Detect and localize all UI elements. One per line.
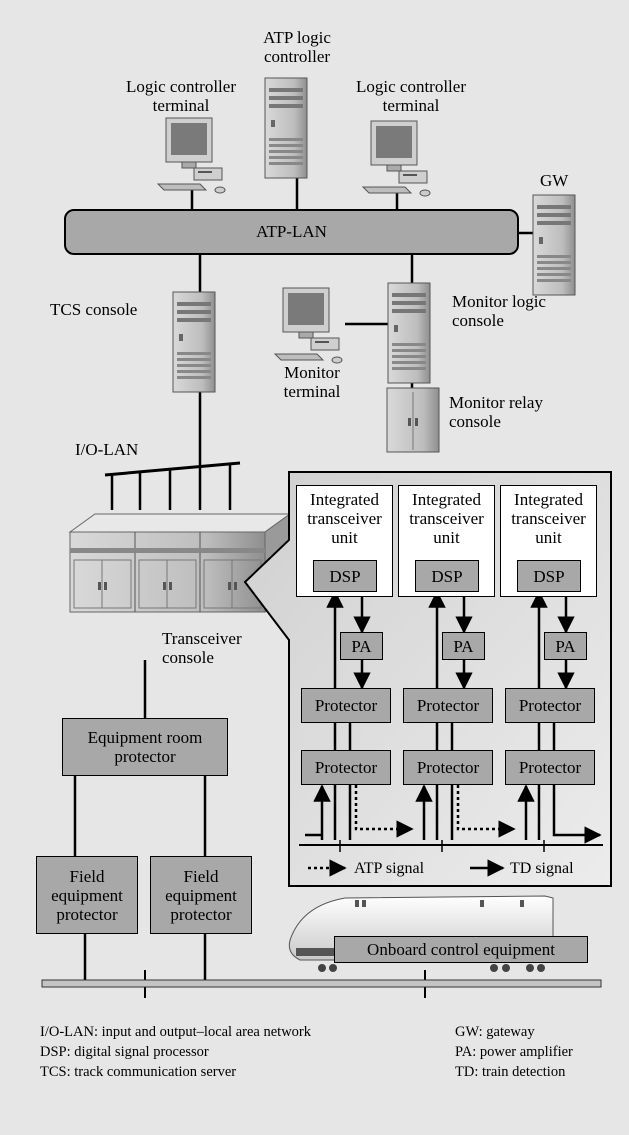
- transceiver-console-label: Transceiver console: [162, 629, 242, 667]
- protector-top-2: Protector: [403, 688, 493, 723]
- onboard-control-equipment: Onboard control equipment: [334, 936, 588, 963]
- field-equipment-protector-1: Field equipment protector: [36, 856, 138, 934]
- abbrev-left-3: TCS: track communication server: [40, 1064, 237, 1080]
- abbrev-right-2: PA: power amplifier: [455, 1044, 573, 1060]
- monitor-relay-cabinet-icon: [386, 387, 440, 453]
- abbrev-right-3: TD: train detection: [455, 1064, 566, 1080]
- gw-label: GW: [540, 171, 569, 190]
- dsp-box-2: DSP: [415, 560, 479, 592]
- field-equipment-protector-2: Field equipment protector: [150, 856, 252, 934]
- protector-bottom-2: Protector: [403, 750, 493, 785]
- protector-top-1: Protector: [301, 688, 391, 723]
- tcs-console-label: TCS console: [50, 300, 138, 319]
- logic-terminal-left-label: Logic controller terminal: [126, 77, 236, 115]
- atp-logic-controller-label: ATP logic controller: [263, 28, 331, 66]
- monitor-relay-console-label: Monitor relay console: [449, 393, 543, 431]
- abbrev-right-1: GW: gateway: [455, 1024, 535, 1040]
- protector-top-3: Protector: [505, 688, 595, 723]
- dsp-box-3: DSP: [517, 560, 581, 592]
- atp-logic-controller-icon: [264, 77, 308, 179]
- monitor-terminal-label: Monitor terminal: [283, 363, 341, 401]
- gw-server-icon: [532, 194, 576, 296]
- pa-box-1: PA: [340, 632, 383, 660]
- monitor-terminal-icon: [274, 287, 343, 364]
- logic-terminal-right-icon: [362, 120, 431, 197]
- legend-td-signal: TD signal: [510, 860, 574, 877]
- logic-terminal-left-icon: [157, 117, 226, 194]
- protector-bottom-3: Protector: [505, 750, 595, 785]
- abbrev-left-1: I/O-LAN: input and output–local area net…: [40, 1024, 311, 1040]
- monitor-logic-console-label: Monitor logic console: [452, 292, 546, 330]
- pa-box-3: PA: [544, 632, 587, 660]
- io-lan-label: I/O-LAN: [75, 440, 139, 459]
- logic-terminal-right-label: Logic controller terminal: [356, 77, 466, 115]
- legend-atp-signal: ATP signal: [354, 860, 425, 877]
- tcs-console-icon: [172, 291, 216, 393]
- monitor-logic-console-icon: [387, 282, 431, 384]
- pa-box-2: PA: [442, 632, 485, 660]
- dsp-box-1: DSP: [313, 560, 377, 592]
- atp-lan-label: ATP-LAN: [256, 222, 327, 241]
- abbrev-left-2: DSP: digital signal processor: [40, 1044, 209, 1060]
- equipment-room-protector: Equipment room protector: [62, 718, 228, 776]
- protector-bottom-1: Protector: [301, 750, 391, 785]
